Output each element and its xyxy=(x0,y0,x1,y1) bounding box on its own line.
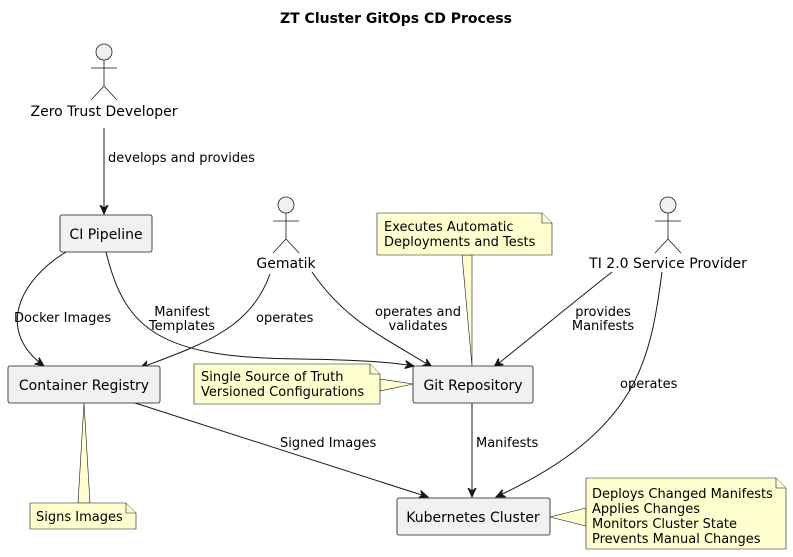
note-registry-line-1: Signs Images xyxy=(36,510,123,525)
edge-label-provides-2: Manifests xyxy=(572,319,634,334)
node-label-git-repository: Git Repository xyxy=(423,378,522,394)
note-cluster-line-2: Applies Changes xyxy=(592,502,700,517)
edge-label-manifests: Manifests xyxy=(476,436,538,451)
actor-label-gematik: Gematik xyxy=(256,256,316,272)
actor-zero-trust-developer: Zero Trust Developer xyxy=(30,43,178,120)
note-cluster-line-1: Deploys Changed Manifests xyxy=(592,487,773,502)
note-cluster: Deploys Changed Manifests Applies Change… xyxy=(549,477,787,550)
note-git-automation-line-2: Deployments and Tests xyxy=(384,235,536,250)
edge-label-op-val-2: validates xyxy=(389,319,448,334)
note-git-truth: Single Source of Truth Versioned Configu… xyxy=(193,363,414,405)
node-ci-pipeline: CI Pipeline xyxy=(59,214,153,253)
note-cluster-line-4: Prevents Manual Changes xyxy=(592,532,761,547)
note-git-truth-line-1: Single Source of Truth xyxy=(201,370,344,385)
edge-manifest-templates xyxy=(105,251,414,366)
edge-label-manifest-1: Manifest xyxy=(154,305,209,320)
edge-operates-validates xyxy=(311,271,432,367)
edge-label-develops: develops and provides xyxy=(108,151,255,166)
edge-label-gematik-operates: operates xyxy=(256,311,314,326)
diagram-title: ZT Cluster GitOps CD Process xyxy=(280,11,512,27)
node-label-kubernetes-cluster: Kubernetes Cluster xyxy=(406,510,540,526)
edge-docker-images xyxy=(16,251,67,366)
edge-gematik-operates xyxy=(140,273,271,368)
node-label-ci-pipeline: CI Pipeline xyxy=(69,227,142,243)
edge-provides-manifests xyxy=(494,271,613,367)
note-cluster-line-3: Monitors Cluster State xyxy=(592,517,737,532)
node-container-registry: Container Registry xyxy=(7,365,161,404)
edge-provider-operates xyxy=(496,271,663,497)
actor-label-provider: TI 2.0 Service Provider xyxy=(588,256,747,272)
note-git-automation: Executes Automatic Deployments and Tests xyxy=(376,212,553,367)
edge-signed-images xyxy=(131,401,428,497)
note-git-truth-line-2: Versioned Configurations xyxy=(201,385,364,400)
actor-label-developer: Zero Trust Developer xyxy=(30,104,177,120)
actor-ti-service-provider: TI 2.0 Service Provider xyxy=(588,196,747,272)
node-git-repository: Git Repository xyxy=(412,365,534,404)
edge-label-op-val-1: operates and xyxy=(375,305,461,320)
edge-label-manifest-2: Templates xyxy=(148,319,215,334)
edge-label-signed-images: Signed Images xyxy=(280,436,376,451)
node-kubernetes-cluster: Kubernetes Cluster xyxy=(396,497,551,536)
edge-label-provider-operates: operates xyxy=(620,377,678,392)
actor-gematik: Gematik xyxy=(256,196,316,272)
edge-label-docker-images: Docker Images xyxy=(14,311,111,326)
edge-label-provides-1: provides xyxy=(575,305,631,320)
note-registry: Signs Images xyxy=(29,402,137,530)
node-label-container-registry: Container Registry xyxy=(19,378,149,394)
note-git-automation-line-1: Executes Automatic xyxy=(384,220,514,235)
